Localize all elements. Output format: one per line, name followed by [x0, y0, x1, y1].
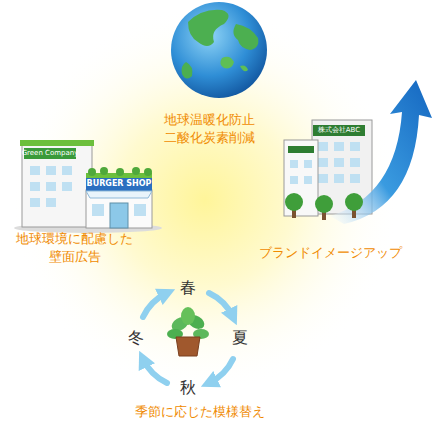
path-shape: [188, 10, 229, 46]
rect-shape: [350, 174, 360, 183]
rect-shape: [334, 142, 344, 151]
rect-shape: [30, 182, 40, 191]
path-shape: [143, 293, 167, 317]
rect-shape: [334, 158, 344, 167]
rect-shape: [62, 166, 72, 175]
circle-shape: [345, 193, 363, 211]
sign-board: [313, 125, 365, 136]
rect-shape: [350, 158, 360, 167]
rect-shape: [350, 142, 360, 151]
path-shape: [182, 62, 193, 79]
rect-shape: [46, 182, 56, 191]
rect-shape: [284, 140, 318, 216]
benefit-text: 季節に応じた模様替え: [135, 403, 265, 421]
circle-shape: [100, 167, 108, 175]
rect-shape: [30, 166, 40, 175]
path-shape: [233, 24, 258, 50]
growth-arrow: [330, 80, 432, 224]
rect-shape: [46, 198, 56, 207]
rect-shape: [290, 160, 298, 168]
season-text: 冬: [128, 327, 144, 349]
path-shape: [220, 57, 234, 69]
right-buildings: [284, 80, 432, 224]
rect-shape: [110, 203, 128, 228]
potted-plant: [167, 307, 209, 356]
rect-shape: [22, 145, 92, 227]
rect-shape: [304, 176, 312, 184]
circle-shape: [116, 168, 124, 176]
sign-text: Green Company: [22, 150, 79, 158]
rect-shape: [86, 190, 152, 228]
rect-shape: [20, 140, 94, 146]
path-shape: [209, 359, 233, 383]
goal-text: 地球温暖化防止 二酸化炭素削減: [161, 111, 260, 146]
path-shape: [176, 337, 200, 356]
rect-shape: [92, 204, 104, 216]
season-cycle: [143, 293, 233, 383]
path-shape: [209, 293, 233, 317]
ellipse-shape: [181, 307, 195, 325]
circle-shape: [144, 168, 152, 176]
benefit-text: ブランドイメージアップ: [259, 244, 402, 262]
season-text: 秋: [180, 377, 196, 399]
circle-shape: [171, 2, 267, 98]
rect-shape: [318, 174, 328, 183]
benefit-text: 地球環境に配慮した 壁面広告: [13, 230, 138, 265]
circle-shape: [315, 195, 333, 213]
path-shape: [240, 66, 248, 72]
left-buildings: [14, 140, 162, 233]
rect-shape: [62, 182, 72, 191]
path-shape: [143, 359, 167, 383]
rect-shape: [290, 176, 298, 184]
circle-shape: [132, 167, 140, 175]
sign-board: [86, 178, 152, 191]
rect-shape: [318, 142, 328, 151]
season-text: 夏: [232, 327, 248, 349]
rect-shape: [288, 146, 314, 153]
sign-text: 株式会社ABC: [318, 127, 360, 135]
circle-shape: [88, 168, 96, 176]
rect-shape: [46, 166, 56, 175]
rect-shape: [334, 174, 344, 183]
rect-shape: [304, 160, 312, 168]
globe: [171, 2, 267, 98]
path-shape: [86, 191, 152, 198]
season-text: 春: [180, 277, 196, 299]
circle-shape: [285, 193, 303, 211]
rect-shape: [318, 158, 328, 167]
rect-shape: [134, 204, 146, 216]
rect-shape: [30, 198, 40, 207]
sign-text: BURGER SHOP: [87, 180, 152, 189]
